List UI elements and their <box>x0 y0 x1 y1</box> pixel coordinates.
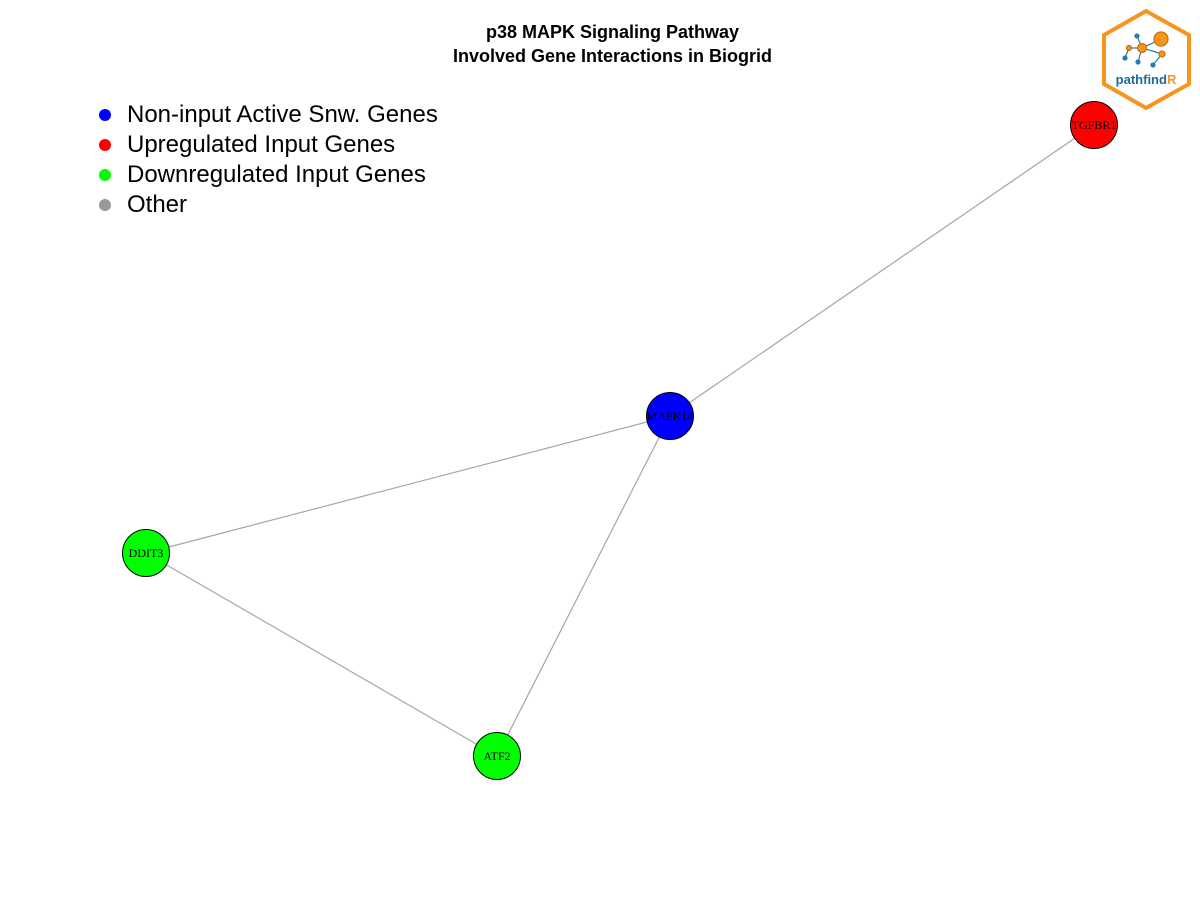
node-circle[interactable] <box>122 529 170 577</box>
legend-label: Downregulated Input Genes <box>127 161 426 188</box>
legend-item-other: Other <box>98 190 438 220</box>
legend-item-upregulated: Upregulated Input Genes <box>98 130 438 160</box>
legend-dot-blue <box>99 109 111 121</box>
edge-mapk14-atf2 <box>496 415 671 757</box>
node-label: TGFBR1 <box>1072 118 1117 132</box>
node-ddit3[interactable]: DDIT3 <box>122 529 170 577</box>
legend-item-downregulated: Downregulated Input Genes <box>98 160 438 190</box>
title-line-2: Involved Gene Interactions in Biogrid <box>452 46 773 66</box>
node-label: MAPK14 <box>647 409 694 423</box>
legend-label: Other <box>127 191 188 218</box>
edge-tgfbr1-mapk14 <box>669 124 1095 417</box>
legend-label: Non-input Active Snw. Genes <box>127 101 438 128</box>
legend-dot-gray <box>99 199 111 211</box>
node-mapk14[interactable]: MAPK14 <box>646 392 694 440</box>
legend-dot-red <box>99 139 111 151</box>
logo-network-icon <box>1122 31 1169 68</box>
diagram-title: p38 MAPK Signaling Pathway Involved Gene… <box>0 20 1200 68</box>
edge-ddit3-atf2 <box>145 552 498 757</box>
node-circle[interactable] <box>473 732 521 780</box>
node-label: ATF2 <box>483 749 510 763</box>
legend-dot-green <box>99 169 111 181</box>
node-atf2[interactable]: ATF2 <box>473 732 521 780</box>
node-circle[interactable] <box>1070 101 1118 149</box>
network-edges <box>145 124 1095 757</box>
node-circle[interactable] <box>646 392 694 440</box>
title-line-1: p38 MAPK Signaling Pathway <box>485 22 740 42</box>
edge-mapk14-ddit3 <box>145 415 671 554</box>
legend-label: Upregulated Input Genes <box>127 131 396 158</box>
logo-text: pathfindR <box>1116 72 1177 87</box>
node-tgfbr1[interactable]: TGFBR1 <box>1070 101 1118 149</box>
pathfindr-logo: pathfindR <box>1102 8 1191 111</box>
legend: Non-input Active Snw. Genes Upregulated … <box>98 100 438 220</box>
logo-hexagon-border <box>1102 8 1191 111</box>
legend-item-non-input: Non-input Active Snw. Genes <box>98 100 438 130</box>
node-label: DDIT3 <box>129 546 164 560</box>
